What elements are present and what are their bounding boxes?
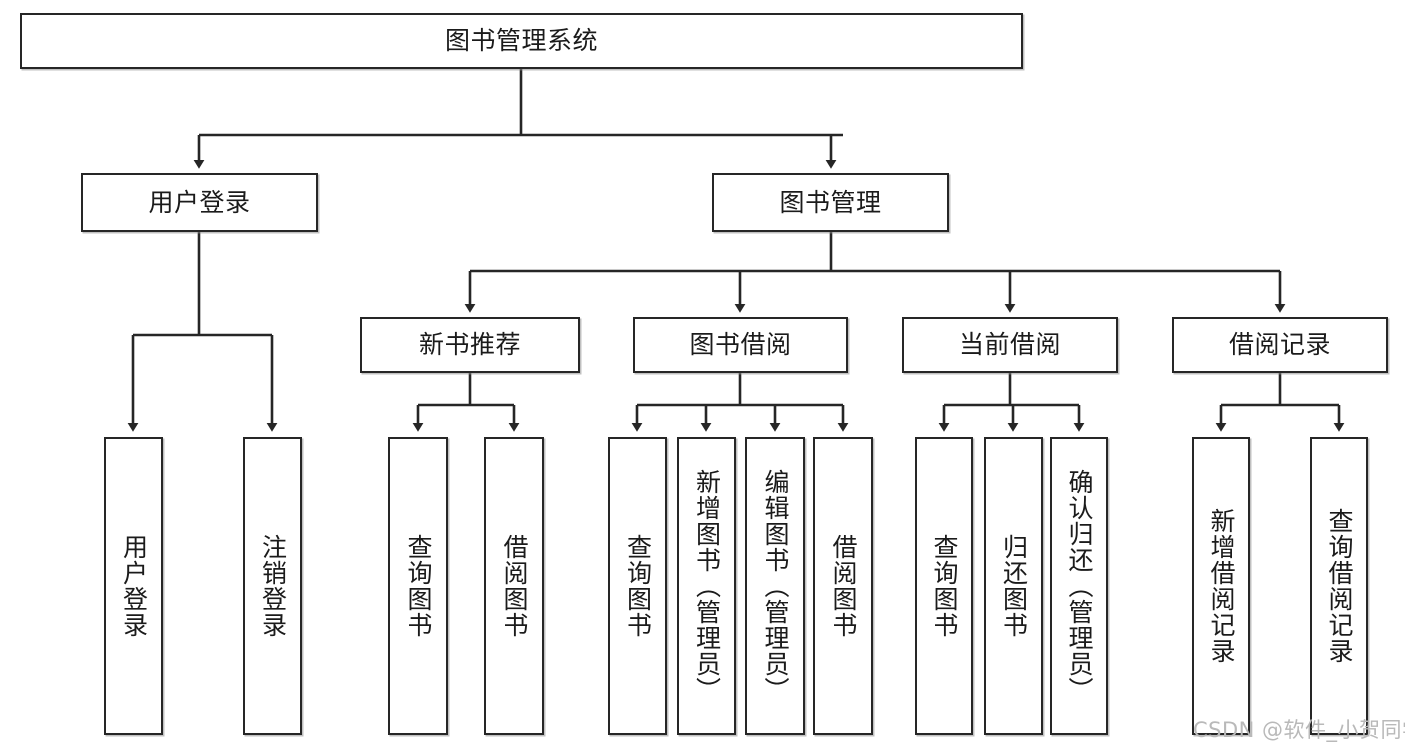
node-label: 新增图书（管理员） bbox=[692, 469, 722, 703]
node-leaf-cb-return-book[interactable]: 归还图书 bbox=[984, 437, 1043, 735]
node-leaf-rec-query-book[interactable]: 查询图书 bbox=[388, 437, 448, 735]
node-label: 确认归还（管理员） bbox=[1065, 469, 1094, 703]
node-label: 查询图书 bbox=[930, 534, 959, 638]
node-label: 图书管理系统 bbox=[444, 26, 598, 56]
node-label: 借阅图书 bbox=[829, 534, 858, 638]
node-label: 用户登录 bbox=[119, 534, 149, 638]
node-book-management[interactable]: 图书管理 bbox=[712, 173, 949, 232]
node-label: 查询图书 bbox=[404, 534, 433, 638]
node-current-borrow[interactable]: 当前借阅 bbox=[902, 317, 1118, 373]
node-book-borrow[interactable]: 图书借阅 bbox=[633, 317, 848, 373]
node-label: 当前借阅 bbox=[958, 330, 1061, 360]
node-leaf-br-add-record[interactable]: 新增借阅记录 bbox=[1192, 437, 1250, 735]
node-label: 查询图书 bbox=[623, 534, 653, 638]
node-leaf-bb-add-book-admin[interactable]: 新增图书（管理员） bbox=[677, 437, 736, 735]
node-label: 用户登录 bbox=[148, 187, 251, 217]
csdn-watermark: CSDN @软件_小贺同学 bbox=[1193, 718, 1405, 742]
node-label: 编辑图书（管理员） bbox=[761, 469, 790, 703]
node-label: 新增借阅记录 bbox=[1207, 508, 1236, 664]
node-label: 借阅记录 bbox=[1228, 330, 1331, 360]
node-leaf-bb-edit-book-admin[interactable]: 编辑图书（管理员） bbox=[745, 437, 805, 735]
node-label: 注销登录 bbox=[258, 534, 288, 638]
node-user-login[interactable]: 用户登录 bbox=[81, 173, 318, 232]
node-root-system[interactable]: 图书管理系统 bbox=[20, 13, 1023, 69]
node-leaf-cb-confirm-return-admin[interactable]: 确认归还（管理员） bbox=[1050, 437, 1108, 735]
node-label: 归还图书 bbox=[999, 534, 1029, 638]
node-leaf-rec-borrow-book[interactable]: 借阅图书 bbox=[484, 437, 544, 735]
node-borrow-record[interactable]: 借阅记录 bbox=[1172, 317, 1388, 373]
node-label: 新书推荐 bbox=[418, 330, 521, 360]
node-label: 查询借阅记录 bbox=[1325, 508, 1354, 664]
node-label: 图书借阅 bbox=[689, 330, 792, 360]
node-new-book-recommend[interactable]: 新书推荐 bbox=[360, 317, 580, 373]
node-leaf-logout[interactable]: 注销登录 bbox=[243, 437, 302, 735]
node-label: 图书管理 bbox=[779, 187, 882, 217]
node-label: 借阅图书 bbox=[500, 534, 529, 638]
node-leaf-br-query-record[interactable]: 查询借阅记录 bbox=[1310, 437, 1368, 735]
node-leaf-bb-borrow-book[interactable]: 借阅图书 bbox=[813, 437, 873, 735]
node-leaf-bb-query-book[interactable]: 查询图书 bbox=[608, 437, 667, 735]
node-leaf-cb-query-book[interactable]: 查询图书 bbox=[915, 437, 973, 735]
node-leaf-user-login[interactable]: 用户登录 bbox=[104, 437, 163, 735]
